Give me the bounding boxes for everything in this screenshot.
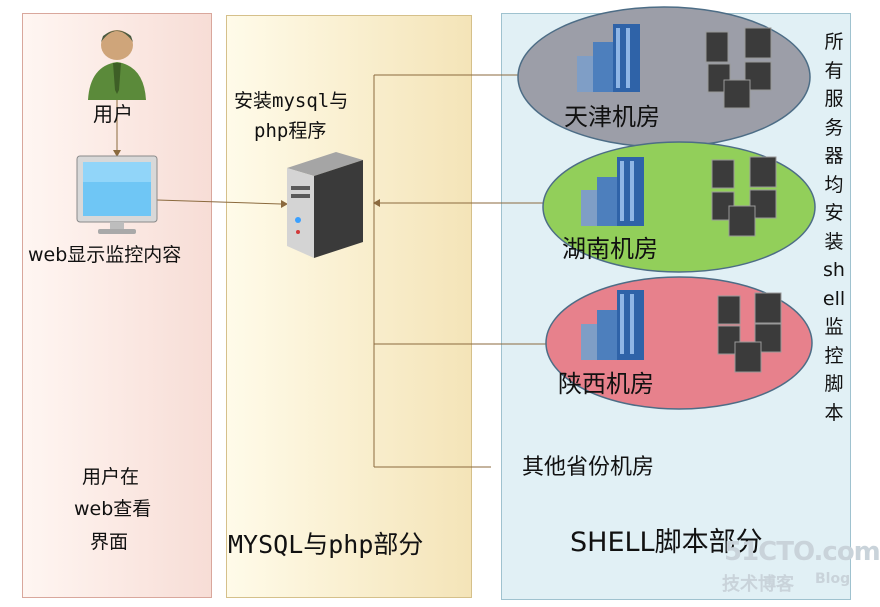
monitor-label: web显示监控内容 bbox=[28, 244, 182, 266]
mysql-php-section-panel bbox=[226, 15, 472, 598]
other-rooms-label: 其他省份机房 bbox=[522, 455, 655, 480]
mysql-php-footer: MYSQL与php部分 bbox=[228, 530, 424, 559]
room-label-tianjin: 天津机房 bbox=[564, 103, 660, 131]
watermark-blog-cn: 技术博客 bbox=[722, 574, 794, 595]
user-note-line3: 界面 bbox=[90, 531, 129, 553]
user-note-line1: 用户在 bbox=[82, 466, 140, 488]
room-label-hunan: 湖南机房 bbox=[562, 235, 658, 263]
shell-footer: SHELL脚本部分 bbox=[570, 527, 763, 558]
connector-lines bbox=[113, 74, 556, 468]
user-label: 用户 bbox=[93, 102, 133, 126]
shell-install-note: 所有服务器均安装shell监控脚本 bbox=[822, 31, 846, 424]
watermark-site: 51CTO.com bbox=[724, 537, 880, 567]
watermark-blog-en: Blog bbox=[815, 571, 851, 587]
user-note-line2: web查看 bbox=[74, 498, 152, 520]
room-label-shaanxi: 陕西机房 bbox=[558, 370, 654, 398]
install-label-line1: 安装mysql与 bbox=[234, 90, 349, 112]
install-label-line2: php程序 bbox=[254, 120, 327, 142]
